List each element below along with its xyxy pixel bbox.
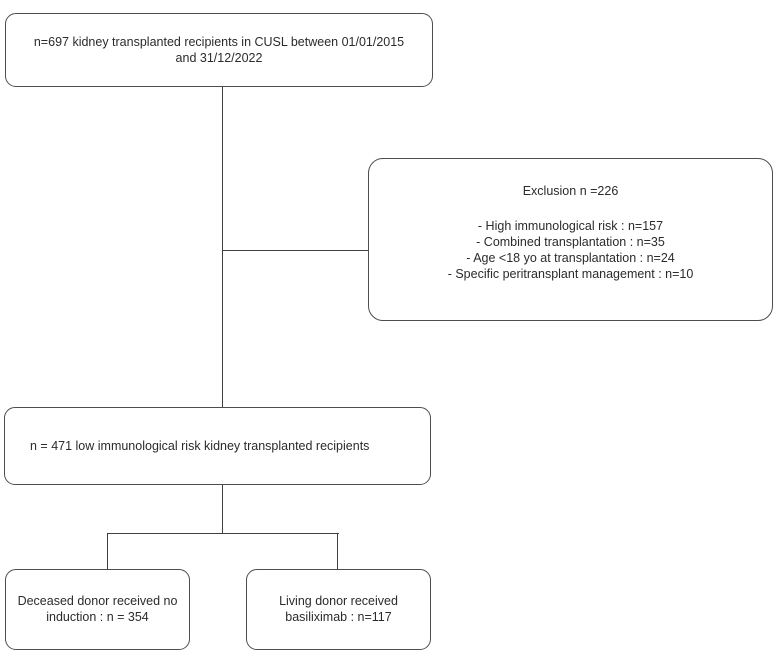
living-donor-text: Living donor received basiliximab : n=11… [279, 594, 398, 625]
connector-middle-to-branch [222, 485, 224, 534]
living-donor-line1: Living donor received [279, 594, 398, 608]
exclusion-item: - Specific peritransplant management : n… [447, 267, 694, 281]
total-recipients-line1: n=697 kidney transplanted recipients in … [33, 35, 405, 49]
deceased-donor-text: Deceased donor received no induction : n… [18, 594, 178, 625]
connector-branch-right [337, 533, 339, 570]
exclusion-item: - High immunological risk : n=157 [477, 219, 664, 233]
connector-to-exclusion [223, 250, 368, 252]
total-recipients-box: n=697 kidney transplanted recipients in … [5, 13, 433, 87]
exclusion-item: - Age <18 yo at transplantation : n=24 [466, 251, 675, 265]
living-donor-line2: basiliximab : n=117 [285, 609, 392, 624]
low-risk-recipients-box: n = 471 low immunological risk kidney tr… [4, 407, 431, 485]
living-donor-box: Living donor received basiliximab : n=11… [246, 569, 431, 650]
deceased-donor-box: Deceased donor received no induction : n… [5, 569, 190, 650]
exclusion-list: - High immunological risk : n=157 - Comb… [369, 218, 772, 282]
exclusion-title: Exclusion n =226 [522, 184, 619, 198]
total-recipients-text: n=697 kidney transplanted recipients in … [34, 34, 404, 66]
deceased-donor-line2: induction : n = 354 [46, 609, 149, 624]
total-recipients-line2: and 31/12/2022 [175, 51, 263, 65]
exclusion-item: - Combined transplantation : n=35 [476, 235, 665, 249]
exclusion-box: Exclusion n =226 - High immunological ri… [368, 158, 773, 321]
low-risk-recipients-text: n = 471 low immunological risk kidney tr… [30, 439, 370, 453]
connector-branch-left [107, 533, 109, 570]
deceased-donor-line1: Deceased donor received no [17, 594, 178, 608]
connector-top-to-middle [222, 87, 224, 407]
connector-branch-horizontal [107, 533, 339, 535]
